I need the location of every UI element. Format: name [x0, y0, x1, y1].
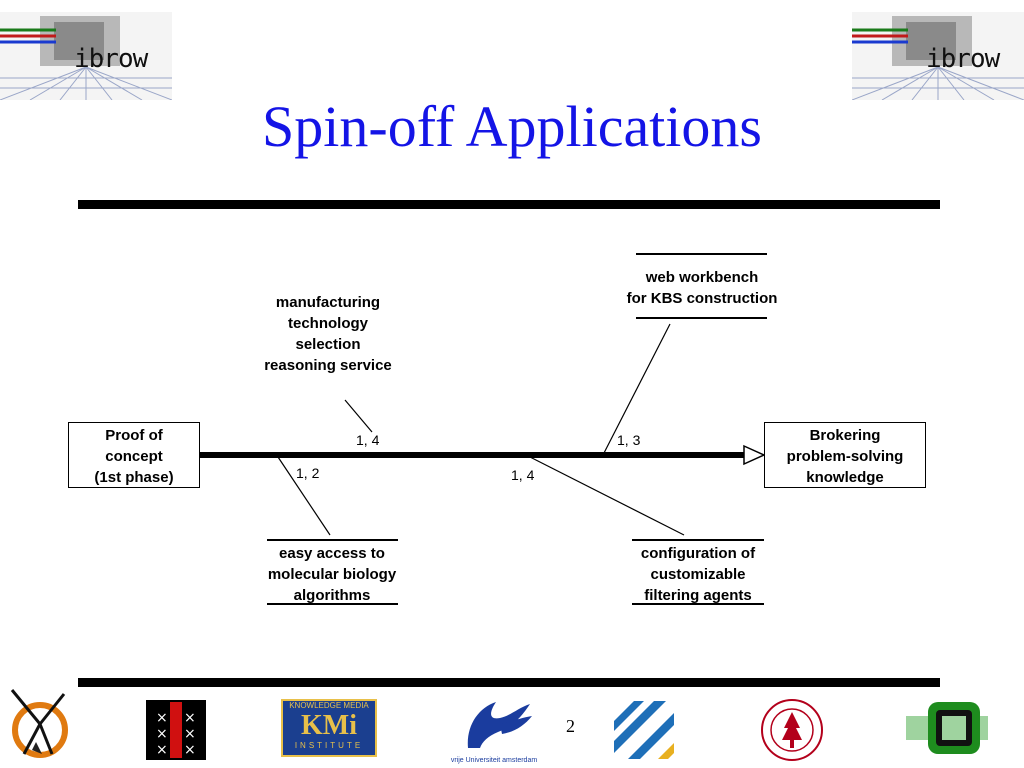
- ibrow-graphic-icon: [852, 12, 1024, 100]
- branch-text-line: technology: [287, 315, 368, 332]
- end-box-line: problem-solving: [786, 448, 904, 465]
- top-divider: [78, 200, 940, 209]
- kmi-main-text: KMi: [301, 710, 357, 741]
- kmi-bottom-text: INSTITUTE: [294, 741, 364, 750]
- branch-text-line: configuration of: [640, 545, 756, 562]
- branch-text-line: molecular biology: [267, 566, 397, 583]
- branch-text-line: manufacturing: [275, 294, 381, 311]
- vu-text: vrije Universiteit amsterdam: [450, 757, 538, 764]
- branch-text-line: filtering agents: [644, 587, 752, 604]
- page-number: 2: [566, 716, 575, 736]
- branch-molecular: [277, 456, 331, 536]
- branch-label-molecular: easy access to molecular biology algorit…: [232, 543, 432, 606]
- branch-text-line: web workbench: [645, 269, 759, 286]
- svg-text:×: ×: [156, 710, 168, 726]
- branch-number-manufacturing: 1, 4: [356, 432, 380, 448]
- svg-text:×: ×: [184, 710, 196, 726]
- branch-filtering: [529, 456, 685, 536]
- kmi-logo: KNOWLEDGE MEDIA KMi INSTITUTE: [281, 699, 377, 757]
- ibrow-logo-right: ibrow: [852, 12, 1024, 100]
- branch-text-line: customizable: [650, 566, 746, 583]
- kmi-top-text: KNOWLEDGE MEDIA: [289, 701, 369, 710]
- ibrow-logo-left: ibrow: [0, 12, 172, 100]
- griffin-icon: [467, 702, 532, 748]
- green-square-logo-icon: [906, 702, 988, 754]
- branch-text-line: algorithms: [293, 587, 371, 604]
- branch-web-workbench: [603, 323, 671, 454]
- stripes-logo-icon: [614, 701, 674, 759]
- tripod-logo-icon: [10, 689, 68, 758]
- ibrow-logo-text: ibrow: [926, 44, 1000, 74]
- end-box: Brokering problem-solving knowledge: [764, 422, 926, 488]
- end-box-line: Brokering: [809, 427, 881, 444]
- branch-number-filtering: 1, 4: [511, 467, 535, 483]
- branch-text-line: for KBS construction: [626, 290, 778, 307]
- slide-title: Spin-off Applications: [262, 94, 762, 159]
- svg-text:×: ×: [156, 726, 168, 742]
- branch-text-line: easy access to: [279, 545, 385, 562]
- branch-text-line: reasoning service: [264, 357, 392, 374]
- branch-label-web-workbench: web workbench for KBS construction: [592, 267, 812, 309]
- start-box: Proof of concept (1st phase): [68, 422, 200, 488]
- ibrow-logo-text: ibrow: [74, 44, 148, 74]
- start-box-line: concept: [105, 448, 163, 465]
- start-box-line: Proof of: [105, 427, 163, 444]
- branch-number-molecular: 1, 2: [296, 465, 320, 481]
- branch-label-filtering: configuration of customizable filtering …: [598, 543, 798, 606]
- ibrow-graphic-icon: [0, 12, 172, 100]
- branch-label-manufacturing: manufacturing technology selection reaso…: [228, 292, 428, 376]
- svg-text:×: ×: [184, 726, 196, 742]
- end-box-line: knowledge: [806, 469, 884, 486]
- uva-logo-icon: × × × × × ×: [146, 700, 206, 760]
- branch-manufacturing: [344, 399, 373, 433]
- spine-arrowhead: [743, 444, 766, 466]
- branch-text-line: selection: [295, 336, 361, 353]
- bottom-divider: [78, 678, 940, 687]
- svg-text:×: ×: [184, 742, 196, 758]
- start-box-line: (1st phase): [94, 469, 174, 486]
- svg-text:×: ×: [156, 742, 168, 758]
- vu-amsterdam-logo: vrije Universiteit amsterdam: [438, 696, 550, 764]
- branch-number-web-workbench: 1, 3: [617, 432, 641, 448]
- stanford-seal-icon: [761, 699, 823, 761]
